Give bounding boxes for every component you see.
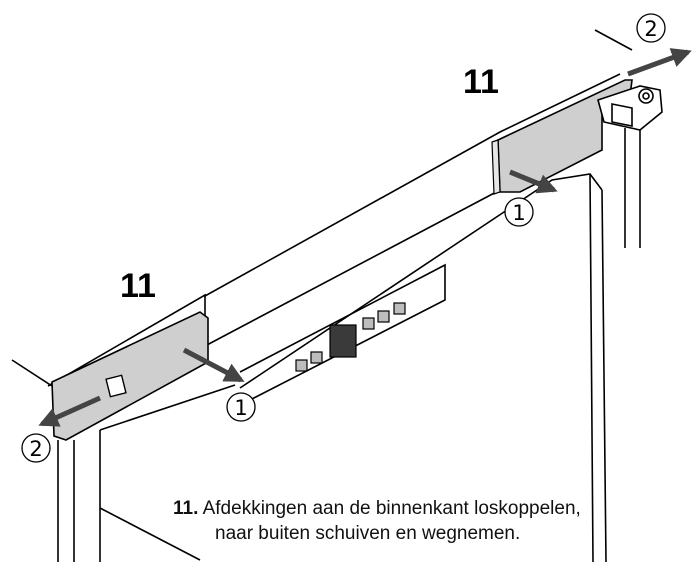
cabinet-outline — [11, 29, 641, 562]
cover-right — [491, 79, 633, 195]
part-label-top: 11 — [463, 63, 499, 101]
step-marker-2-top: 2 — [636, 13, 666, 43]
hinge — [597, 85, 663, 131]
control-panel — [295, 302, 406, 372]
caption-line2: naar buiten schuiven en wegnemen. — [215, 523, 521, 544]
panel-button — [310, 351, 323, 364]
arrows — [38, 48, 692, 427]
arrow-step2-left — [38, 395, 102, 427]
panel-button — [295, 359, 308, 372]
step-marker-2-left: 2 — [21, 433, 51, 463]
panel-button — [393, 302, 406, 315]
svg-text:2: 2 — [644, 17, 657, 41]
svg-text:1: 1 — [234, 396, 247, 420]
svg-text:1: 1 — [512, 201, 525, 225]
panel-button — [362, 317, 375, 330]
arrow-step1-left — [182, 347, 245, 383]
svg-text:2: 2 — [29, 437, 42, 461]
arrow-step2-top — [627, 48, 692, 77]
step-marker-1-left: 1 — [226, 392, 256, 422]
part-label-left: 11 — [120, 267, 156, 305]
caption-number: 11. — [173, 498, 199, 519]
panel-button — [377, 310, 390, 323]
caption-line1: Afdekkingen aan de binnenkant loskoppele… — [202, 498, 581, 519]
display-window — [329, 324, 357, 358]
arrow-step1-right — [509, 169, 558, 194]
instruction-caption: 11. Afdekkingen aan de binnenkant loskop… — [173, 496, 693, 546]
step-marker-1-right: 1 — [504, 197, 534, 227]
cover-clip — [105, 374, 127, 398]
